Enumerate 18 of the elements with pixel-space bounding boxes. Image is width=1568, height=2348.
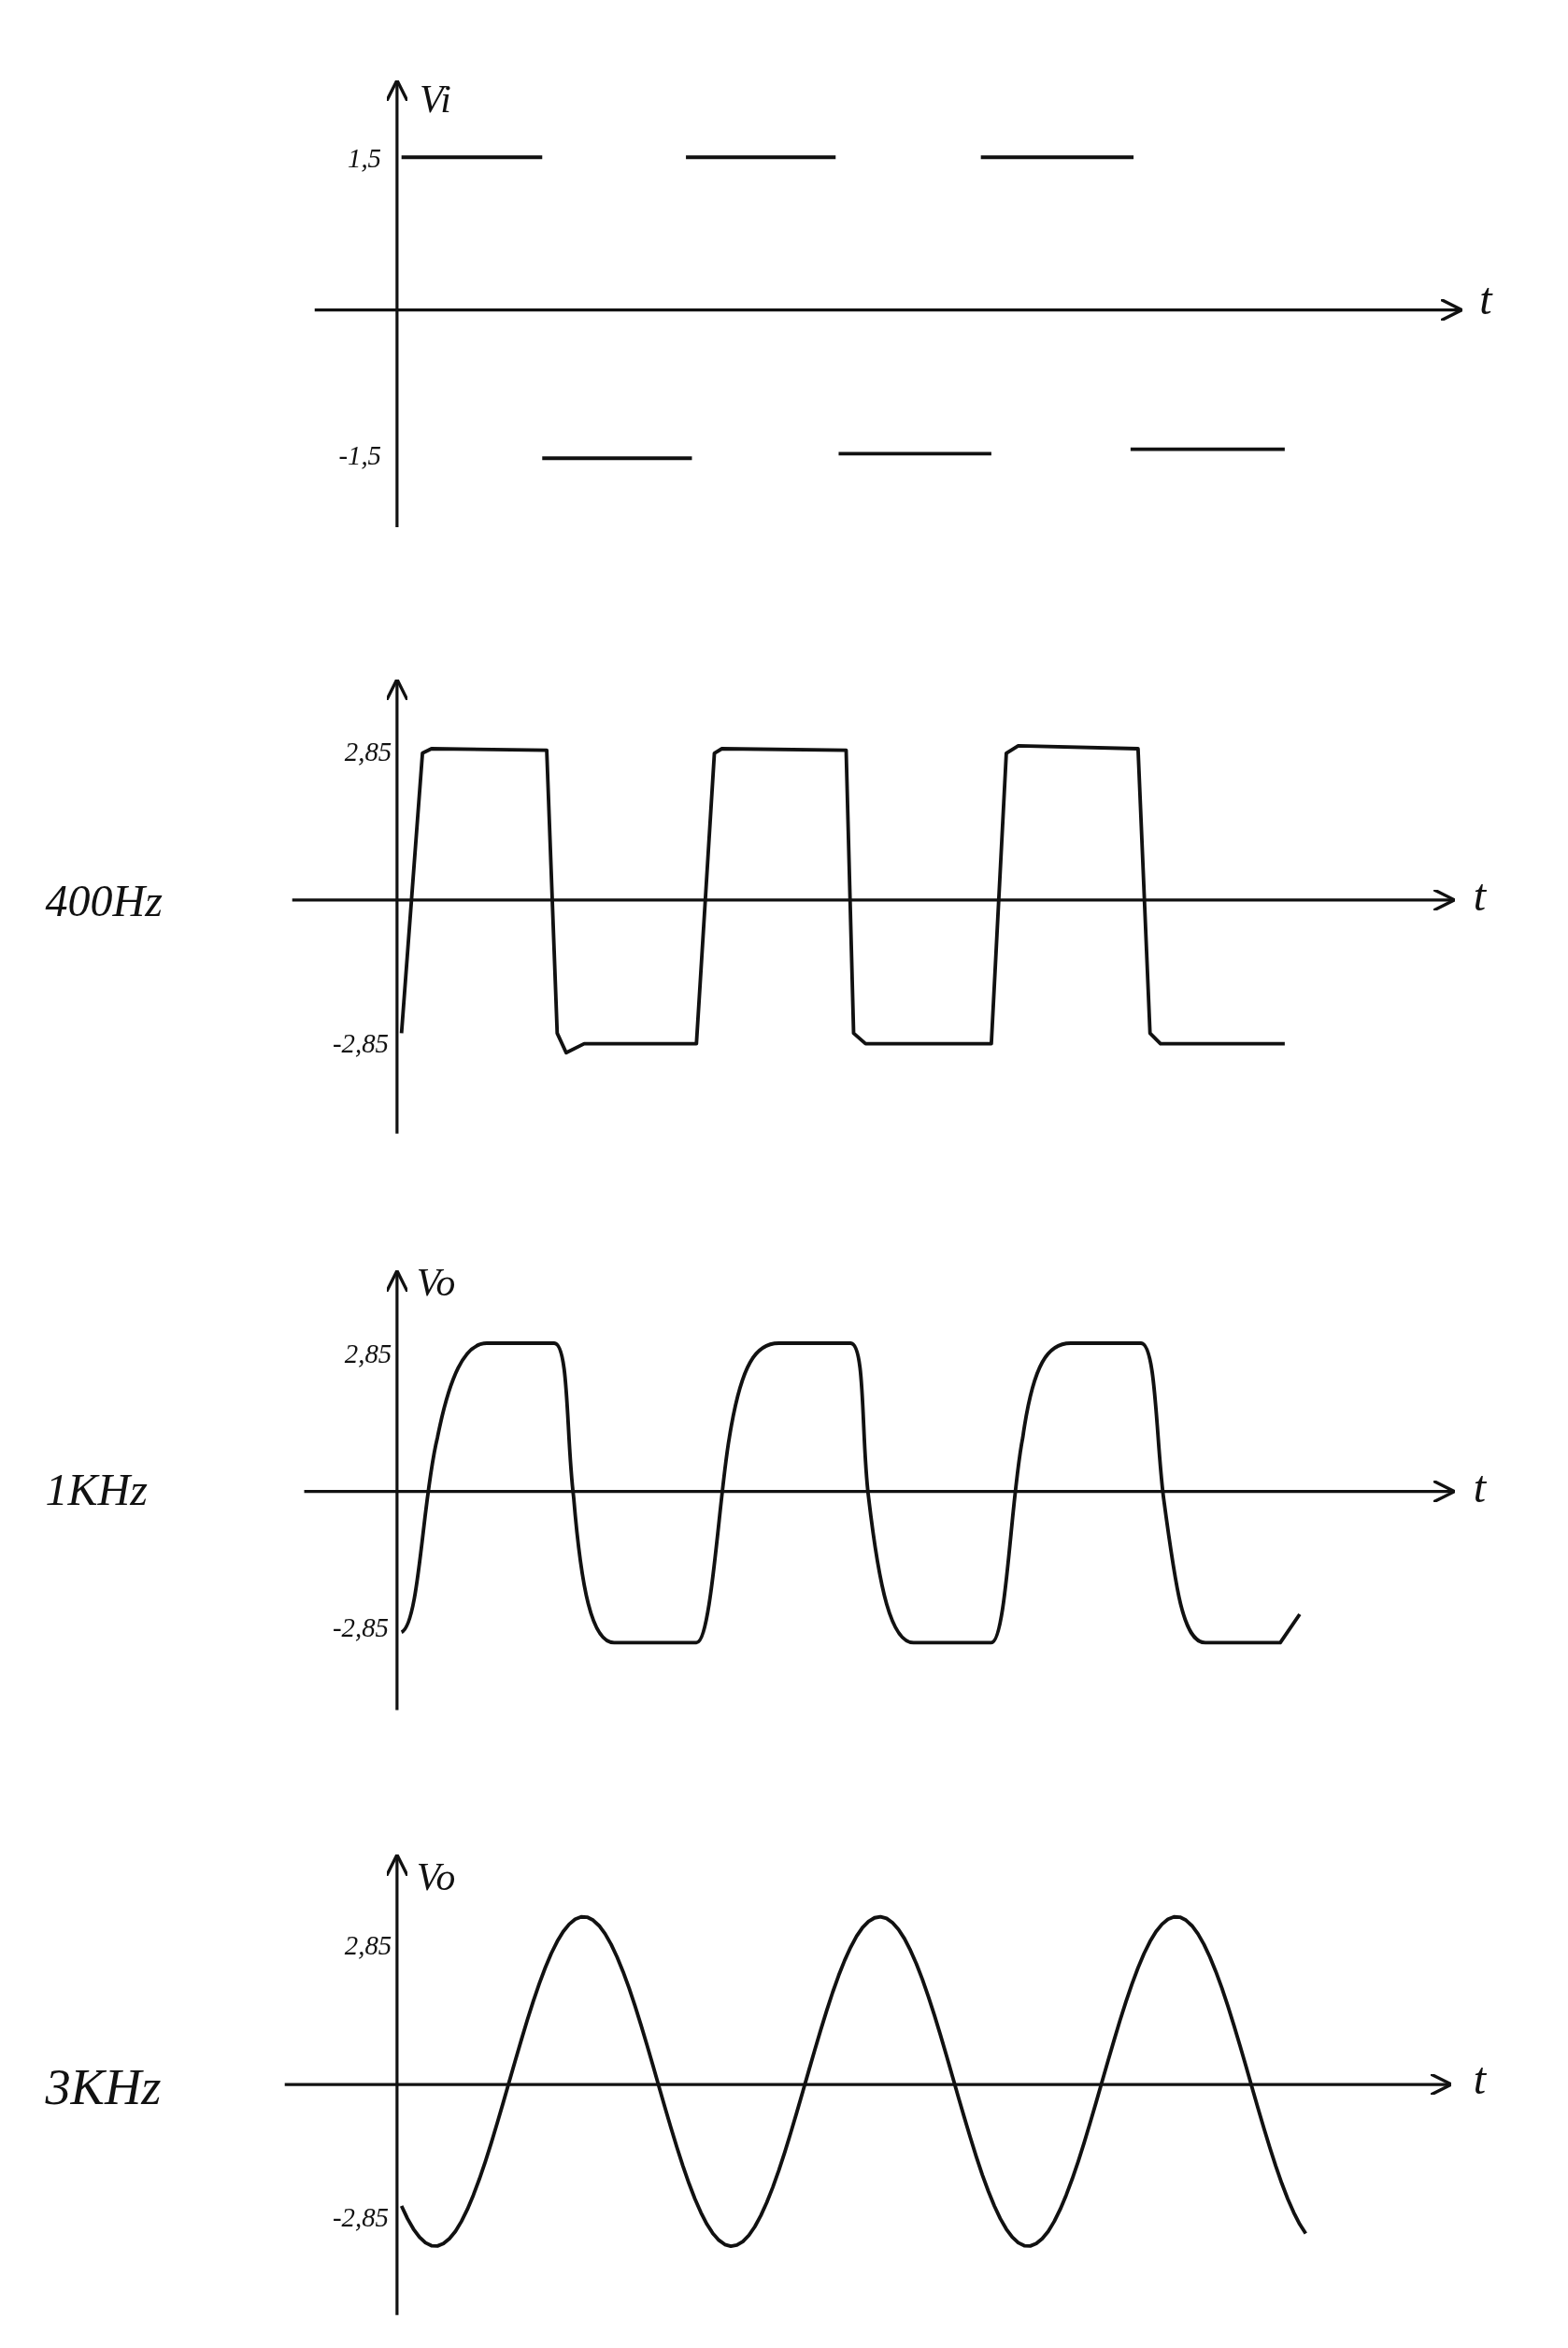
tick-label: -2,85 bbox=[333, 1028, 390, 1059]
tick-label: 2,85 bbox=[344, 736, 392, 766]
axis-label: t bbox=[1473, 1461, 1487, 1511]
tick-label: 2,85 bbox=[344, 1338, 392, 1368]
tick-label: -1,5 bbox=[338, 439, 382, 470]
tick-label: -2,85 bbox=[333, 2202, 390, 2233]
frequency-label: 400Hz bbox=[45, 876, 163, 926]
axis-label: Vo bbox=[416, 1260, 456, 1304]
tick-label: -2,85 bbox=[333, 1612, 390, 1643]
axis-label: Vo bbox=[416, 1854, 456, 1898]
axis-label: Vi bbox=[419, 78, 451, 122]
axis-label: t bbox=[1479, 274, 1492, 324]
axis-label: t bbox=[1473, 2053, 1487, 2103]
tick-label: 1,5 bbox=[348, 143, 382, 174]
frequency-label: 3KHz bbox=[45, 2057, 162, 2115]
tick-label: 2,85 bbox=[344, 1929, 392, 1960]
frequency-label: 1KHz bbox=[45, 1465, 148, 1515]
axis-label: t bbox=[1473, 870, 1487, 921]
